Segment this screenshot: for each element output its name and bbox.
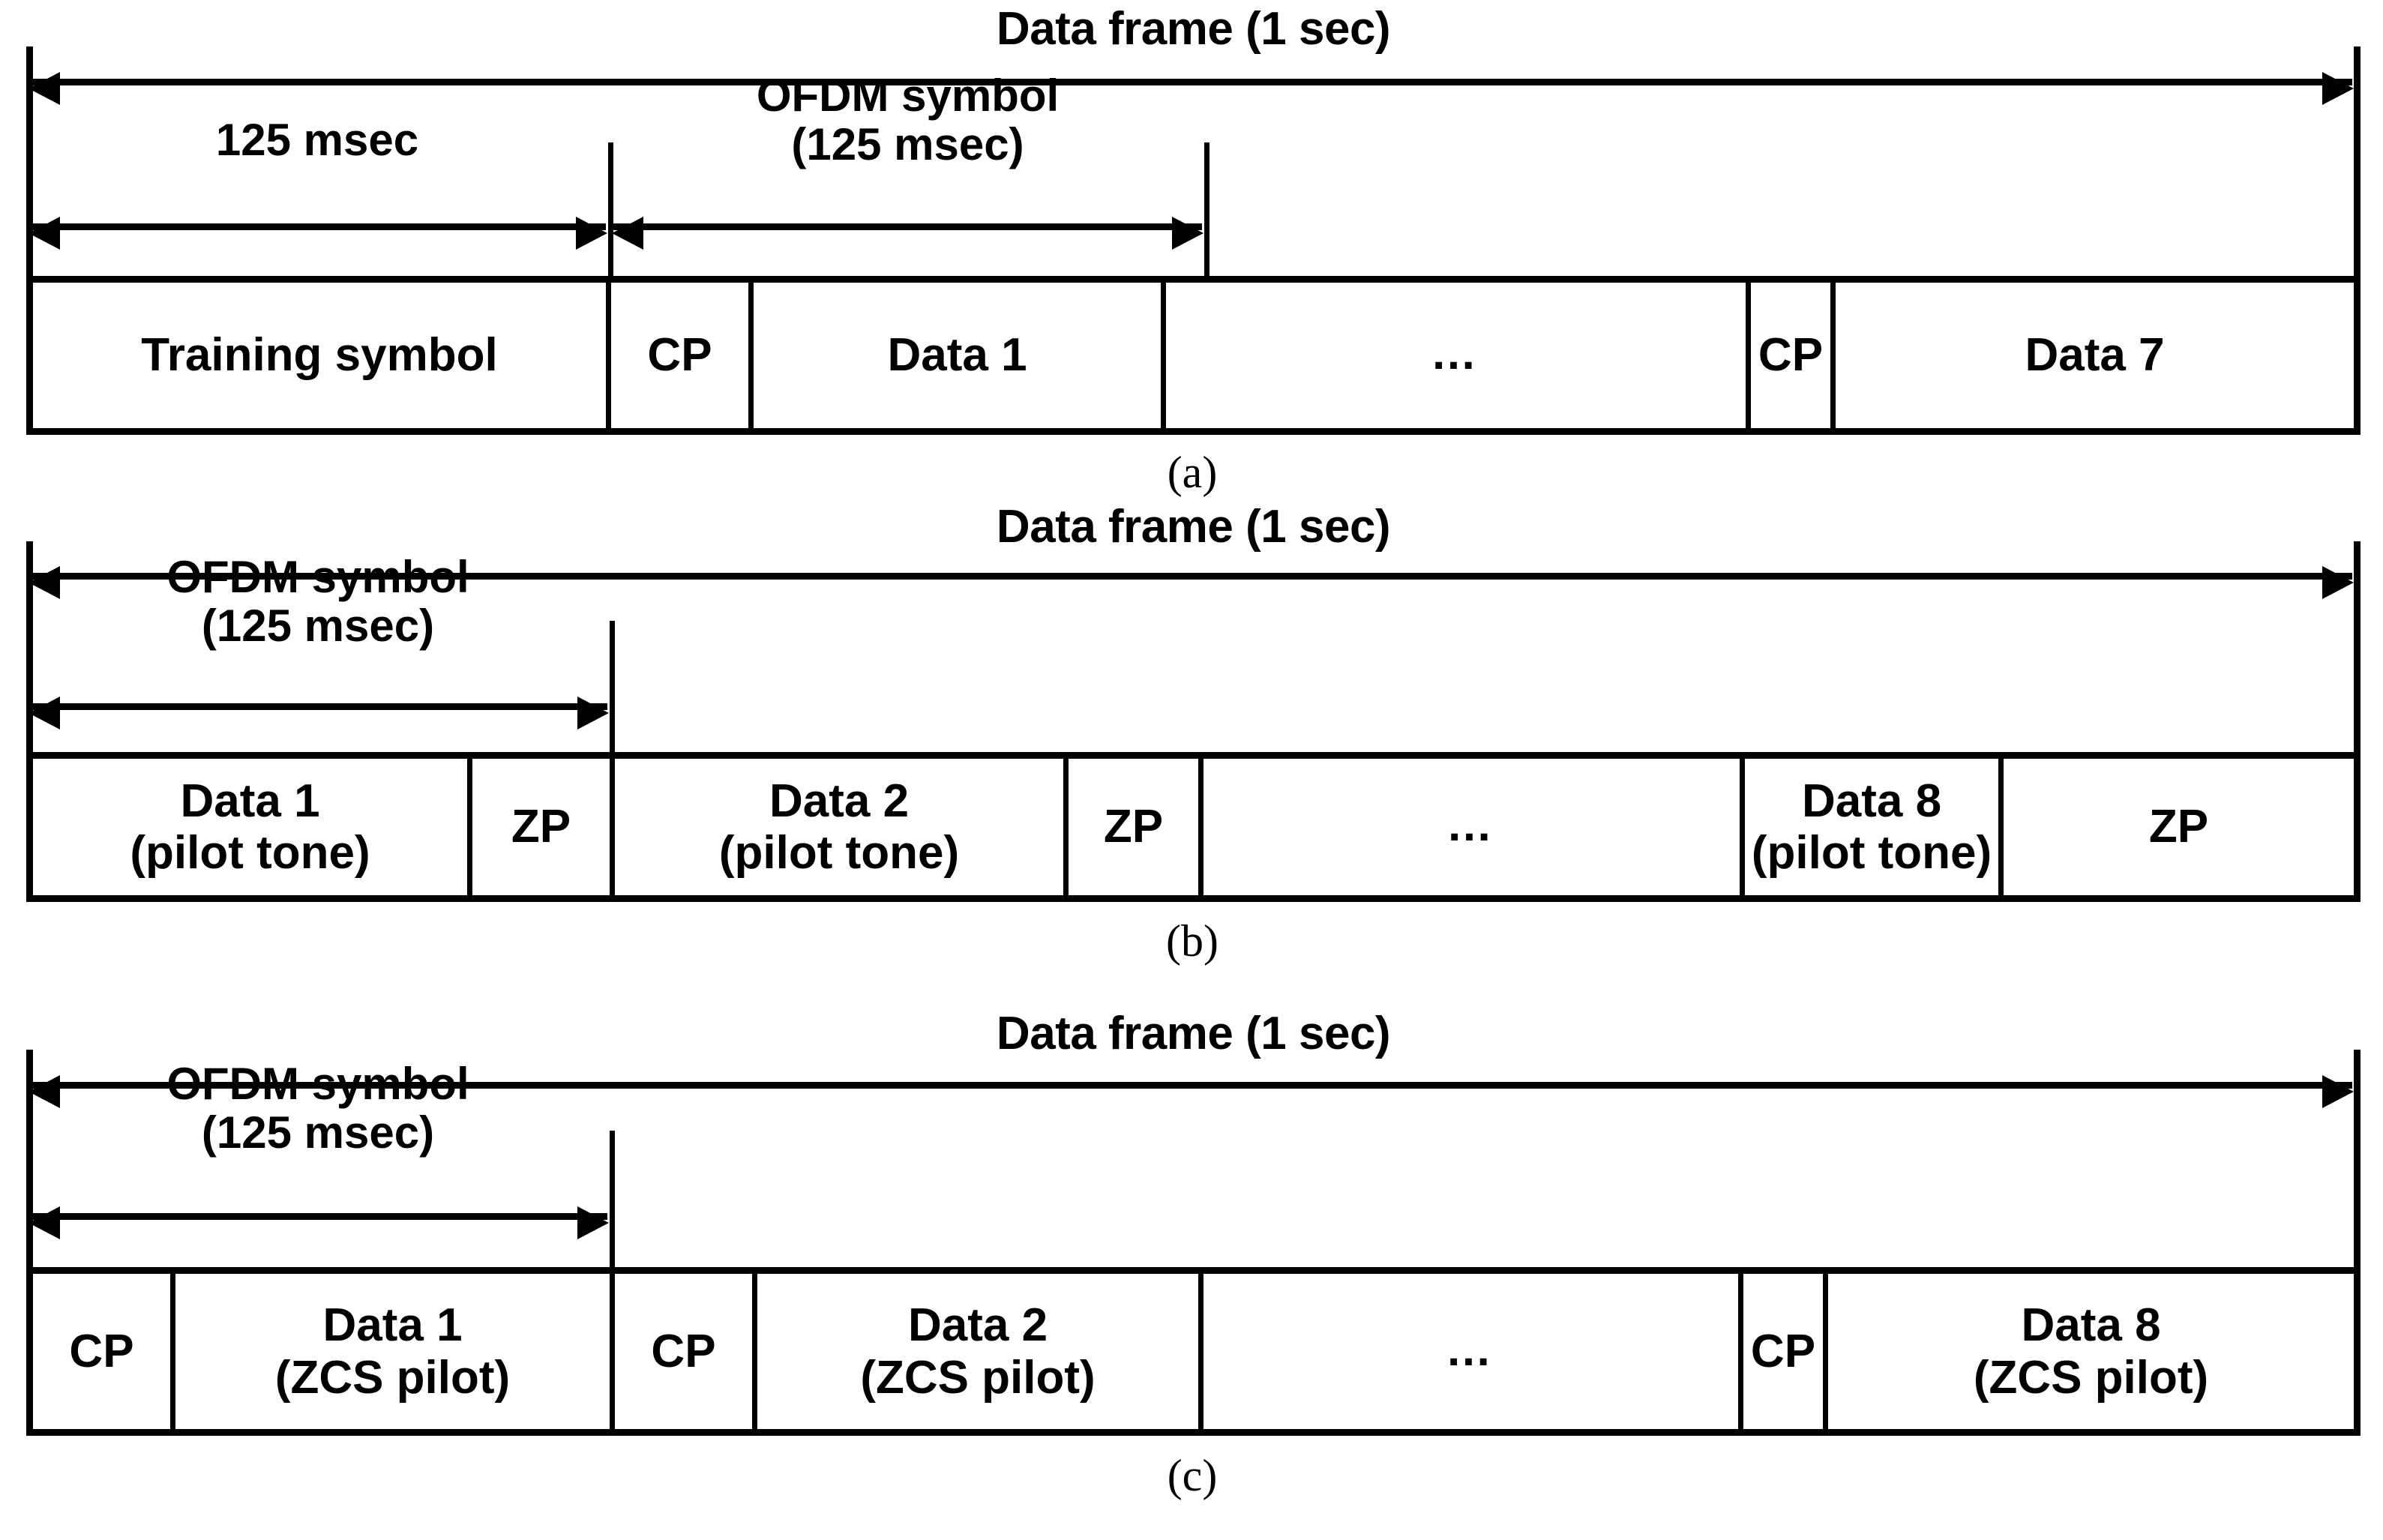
extension-line-b-right — [2354, 541, 2361, 755]
frame-cell-cp-2[interactable]: CP — [615, 1274, 757, 1429]
cell-label-line1: ZP — [2148, 801, 2209, 853]
dim-arrow-a-training — [28, 217, 607, 250]
cell-label-line1: Data 1 — [180, 774, 320, 827]
dim-arrow-a-ofdm — [612, 217, 1203, 250]
cell-label-line1: … — [1446, 799, 1497, 852]
cell-label-line1: … — [1445, 1323, 1497, 1376]
frame-cell-data-7[interactable]: Data 7 — [1836, 283, 2354, 428]
frame-cell-data-8-pilot[interactable]: Data 8 (pilot tone) — [1745, 759, 2004, 895]
cell-label-line2: (ZCS pilot) — [860, 1351, 1096, 1404]
frame-row-b: Data 1 (pilot tone) ZP Data 2 (pilot ton… — [26, 752, 2361, 902]
extension-line-b-left — [26, 541, 33, 755]
extension-line-a-mid2 — [1204, 142, 1209, 276]
dim-label-a-training: 125 msec — [215, 115, 419, 165]
frame-cell-ellipsis: … — [1166, 283, 1751, 428]
cell-label-line1: … — [1430, 328, 1482, 380]
cell-label-line1: CP — [1758, 329, 1824, 382]
subfigure-caption-b: (b) — [1166, 916, 1218, 966]
frame-cell-data-2-zcs[interactable]: Data 2 (ZCS pilot) — [757, 1274, 1203, 1429]
frame-cell-zp-3[interactable]: ZP — [2004, 759, 2354, 895]
frame-cell-data-1[interactable]: Data 1 — [754, 283, 1166, 428]
frame-cell-cp-1[interactable]: CP — [611, 283, 754, 428]
frame-cell-ellipsis: … — [1203, 759, 1745, 895]
subfigure-caption-c: (c) — [1167, 1451, 1218, 1500]
cell-label-line1: ZP — [1103, 801, 1164, 853]
cell-label-line1: Data 7 — [2025, 329, 2165, 382]
frame-row-c: CP Data 1 (ZCS pilot) CP Data 2 (ZCS pil… — [26, 1267, 2361, 1436]
frame-cell-cp-3[interactable]: CP — [1743, 1274, 1828, 1429]
frame-cell-zp-1[interactable]: ZP — [472, 759, 615, 895]
frame-cell-ellipsis: … — [1203, 1274, 1743, 1429]
cell-label-line1: Training symbol — [141, 329, 498, 382]
frame-cell-zp-2[interactable]: ZP — [1069, 759, 1203, 895]
cell-label-line2: (pilot tone) — [718, 827, 960, 879]
frame-cell-training-symbol[interactable]: Training symbol — [33, 283, 611, 428]
extension-line-a-mid1 — [608, 142, 613, 276]
subfigure-caption-a: (a) — [1167, 448, 1218, 497]
cell-label-line2: (ZCS pilot) — [274, 1351, 511, 1404]
extension-line-c-mid — [610, 1131, 615, 1269]
cell-label-line1: Data 1 — [887, 329, 1027, 382]
cell-label-line1: Data 2 — [769, 774, 910, 827]
extension-line-a-left — [26, 46, 33, 276]
cell-label-line1: Data 8 — [1801, 774, 1942, 827]
cell-label-line2: (ZCS pilot) — [1973, 1351, 2209, 1404]
frame-cell-cp-2[interactable]: CP — [1751, 283, 1836, 428]
cell-label-line1: Data 1 — [322, 1299, 463, 1352]
extension-line-a-right — [2354, 46, 2361, 276]
frame-cell-data-2-pilot[interactable]: Data 2 (pilot tone) — [615, 759, 1069, 895]
cell-label-line1: CP — [1750, 1325, 1816, 1377]
cell-label-line2: (pilot tone) — [1751, 827, 1992, 879]
dim-arrow-frame-c — [28, 1075, 2354, 1108]
frame-title-a: Data frame (1 sec) — [996, 3, 1391, 55]
cell-label-line1: CP — [647, 329, 712, 382]
extension-line-c-left — [26, 1050, 33, 1269]
frame-cell-cp-1[interactable]: CP — [33, 1274, 175, 1429]
frame-cell-data-1-zcs[interactable]: Data 1 (ZCS pilot) — [175, 1274, 615, 1429]
cell-label-line2: (pilot tone) — [130, 827, 370, 879]
frame-cell-data-1-pilot[interactable]: Data 1 (pilot tone) — [33, 759, 472, 895]
extension-line-b-mid — [610, 621, 615, 756]
dim-label-b-ofdm: OFDM symbol (125 msec) — [166, 552, 469, 651]
dim-arrow-b-ofdm — [28, 697, 609, 730]
dim-arrow-frame-a — [28, 72, 2354, 105]
dim-arrow-frame-b — [28, 566, 2354, 599]
frame-title-b: Data frame (1 sec) — [996, 501, 1391, 553]
dim-label-c-ofdm: OFDM symbol (125 msec) — [166, 1059, 469, 1158]
cell-label-line1: Data 8 — [2021, 1299, 2161, 1352]
frame-title-c: Data frame (1 sec) — [996, 1008, 1391, 1059]
cell-label-line1: CP — [651, 1325, 716, 1377]
cell-label-line1: ZP — [511, 801, 571, 853]
cell-label-line1: CP — [69, 1325, 134, 1377]
dim-label-a-ofdm: OFDM symbol (125 msec) — [756, 70, 1060, 169]
frame-row-a: Training symbol CP Data 1 … CP Data 7 — [26, 276, 2361, 435]
frame-cell-data-8-zcs[interactable]: Data 8 (ZCS pilot) — [1828, 1274, 2354, 1429]
cell-label-line1: Data 2 — [907, 1299, 1048, 1352]
extension-line-c-right — [2354, 1050, 2361, 1269]
dim-arrow-c-ofdm — [28, 1206, 609, 1239]
